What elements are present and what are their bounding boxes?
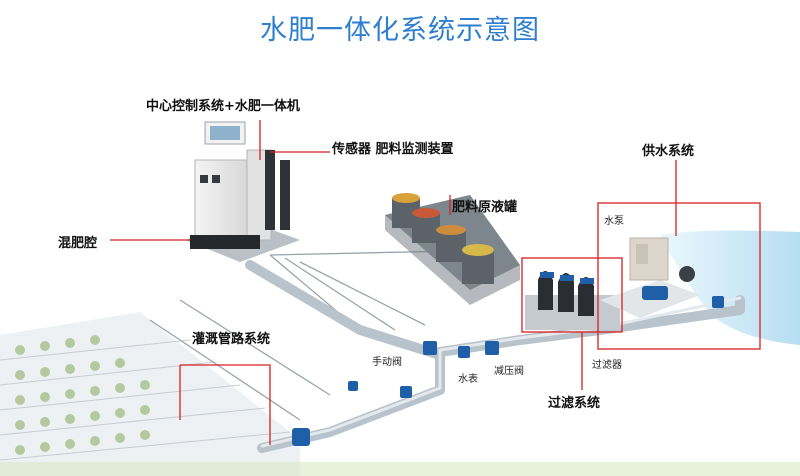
callout-lines [110,120,677,445]
fertilizer-tanks [385,193,520,305]
label-control-system: 中心控制系统+水肥一体机 [146,99,300,114]
diagram-title: 水肥一体化系统示意图 [260,15,540,46]
valves [292,296,724,446]
label-pressure-valve: 减压阀 [494,366,524,377]
label-filter-system: 过滤系统 [548,396,601,411]
control-machine [185,121,300,262]
label-fertilizer-tanks: 肥料原液罐 [452,200,518,215]
crop-field [0,312,800,476]
water-pond [660,230,800,345]
label-mixing-chamber: 混肥腔 [58,236,98,251]
label-pump: 水泵 [604,216,624,227]
label-manual-valve: 手动阀 [372,357,402,368]
label-water-meter: 水表 [458,374,478,385]
water-supply-box [597,202,761,350]
pump-station [600,237,700,318]
main-pipe [245,260,745,453]
label-water-supply: 供水系统 [642,144,695,159]
label-sensor: 传感器 肥料监测装置 [332,142,454,157]
filter-units [525,271,620,330]
filter-system-box [521,257,623,333]
label-filter: 过滤器 [592,360,622,371]
label-irrigation-system: 灌溉管路系统 [192,332,271,347]
